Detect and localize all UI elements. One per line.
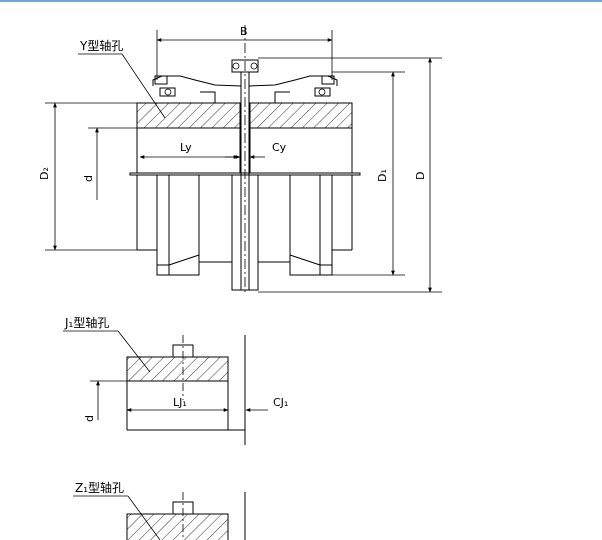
dim-cy-label: Cy bbox=[272, 141, 287, 154]
top-center-bolt bbox=[231, 59, 259, 73]
dim-ly-label: Ly bbox=[180, 141, 192, 154]
left-sleeve bbox=[156, 174, 170, 276]
j1-detail: J₁型轴孔 d LJ₁ CJ₁ bbox=[63, 315, 288, 445]
main-coupling bbox=[129, 25, 361, 295]
dim-lj1-label: LJ₁ bbox=[173, 396, 187, 409]
dim-b-label: B bbox=[240, 25, 248, 38]
z1-bore-label: Z₁型轴孔 bbox=[75, 480, 124, 495]
dim-cj1-label: CJ₁ bbox=[273, 396, 288, 409]
dim-d-main-label: d bbox=[82, 175, 95, 182]
right-sleeve bbox=[319, 174, 333, 276]
z1-detail: Z₁型轴孔 bbox=[73, 480, 246, 540]
right-bolt-head bbox=[321, 75, 335, 85]
z1-hub-section bbox=[126, 513, 229, 540]
y-bore-label: Y型轴孔 bbox=[79, 38, 123, 53]
main-dimensions: B D₂ d Ly Cy D₁ D Y型轴孔 bbox=[38, 25, 442, 293]
dim-d2-label: D₂ bbox=[38, 167, 51, 180]
left-bolt-head bbox=[154, 75, 168, 85]
dim-d1-label: D₁ bbox=[376, 169, 389, 182]
left-hub-section bbox=[136, 102, 241, 129]
left-flange-top bbox=[152, 75, 242, 87]
dim-d-j1-label: d bbox=[83, 415, 96, 422]
j1-bore-label: J₁型轴孔 bbox=[64, 315, 109, 330]
j1-hub-section bbox=[126, 356, 229, 382]
dim-d-outer-label: D bbox=[414, 172, 427, 180]
right-hub-section bbox=[249, 102, 353, 129]
right-flange-top bbox=[248, 75, 338, 87]
